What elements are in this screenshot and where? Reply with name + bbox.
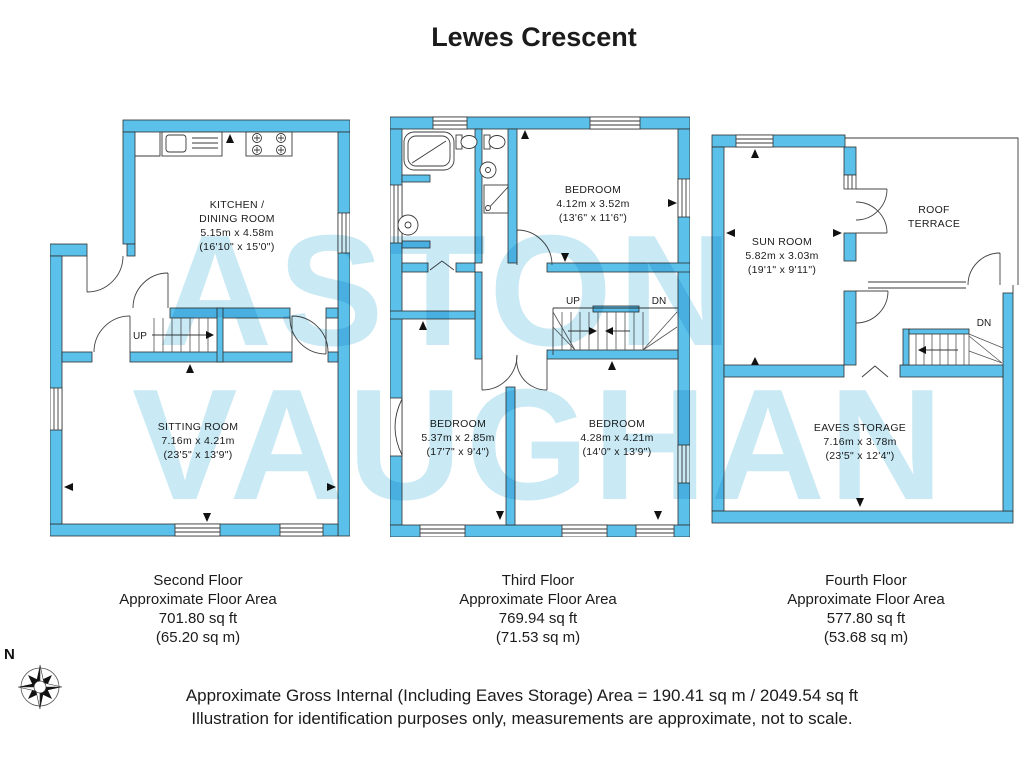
wall-markers	[64, 134, 336, 522]
area-label: Approximate Floor Area	[787, 591, 945, 608]
area-label: Approximate Floor Area	[119, 591, 277, 608]
svg-text:5.15m x 4.58m: 5.15m x 4.58m	[200, 227, 273, 239]
second-floor-plan: UP KITCHEN / DINING ROOM 5.15m x 4.58m (…	[50, 119, 350, 537]
area-label: Approximate Floor Area	[459, 591, 617, 608]
wall-markers	[726, 149, 864, 507]
svg-text:7.16m x 3.78m: 7.16m x 3.78m	[823, 436, 896, 448]
svg-text:7.16m x 4.21m: 7.16m x 4.21m	[161, 435, 234, 447]
stairs-up-label: UP	[566, 296, 580, 307]
svg-text:5.37m x 2.85m: 5.37m x 2.85m	[421, 432, 494, 444]
toilet-icon	[455, 134, 478, 150]
svg-text:DINING ROOM: DINING ROOM	[199, 213, 275, 225]
stove-icon	[245, 131, 293, 157]
svg-text:(23'5" x 13'9"): (23'5" x 13'9")	[163, 449, 232, 461]
compass-rose-icon: N	[4, 646, 63, 710]
area-sqft: 577.80 sq ft	[826, 610, 906, 627]
stairs: DN	[915, 318, 1004, 365]
walls	[50, 119, 350, 537]
toilet-icon	[483, 134, 506, 150]
roof-terrace-label: ROOF TERRACE	[908, 204, 960, 230]
windows	[390, 116, 690, 537]
doors	[429, 229, 553, 391]
svg-text:(17'7" x 9'4"): (17'7" x 9'4")	[427, 446, 490, 458]
bath-fixtures	[397, 131, 509, 236]
fourth-floor-caption: Fourth Floor Approximate Floor Area 577.…	[741, 571, 991, 647]
svg-text:(14'0" x 13'9"): (14'0" x 13'9")	[582, 446, 651, 458]
svg-text:BEDROOM: BEDROOM	[565, 184, 621, 196]
terrace-outline	[845, 137, 1019, 293]
wall-markers	[419, 130, 677, 520]
third-floor-caption: Third Floor Approximate Floor Area 769.9…	[413, 571, 663, 647]
shower-icon	[483, 184, 509, 214]
svg-text:BEDROOM: BEDROOM	[430, 418, 486, 430]
basin-icon	[479, 161, 497, 179]
compass-north-label: N	[4, 646, 15, 663]
svg-text:4.28m x 4.21m: 4.28m x 4.21m	[580, 432, 653, 444]
footer-disclaimer: Approximate Gross Internal (Including Ea…	[20, 684, 1024, 730]
second-floor-caption: Second Floor Approximate Floor Area 701.…	[73, 571, 323, 647]
disclaimer-line: Illustration for identification purposes…	[191, 709, 853, 728]
svg-text:EAVES STORAGE: EAVES STORAGE	[814, 422, 906, 434]
svg-text:ROOF: ROOF	[918, 204, 950, 216]
doors	[855, 188, 1001, 378]
stairs: UP	[133, 318, 214, 352]
svg-text:(19'1" x 9'11"): (19'1" x 9'11")	[748, 264, 816, 276]
stairs-up-label: UP	[133, 331, 147, 342]
svg-text:(13'6" x 11'6"): (13'6" x 11'6")	[559, 212, 627, 224]
windows	[50, 212, 350, 537]
kitchen-label: KITCHEN / DINING ROOM 5.15m x 4.58m (16'…	[199, 199, 275, 253]
sitting-room-label: SITTING ROOM 7.16m x 4.21m (23'5" x 13'9…	[158, 421, 239, 461]
page-title: Lewes Crescent	[431, 22, 637, 52]
floor-name: Fourth Floor	[825, 572, 907, 589]
area-sqm: (71.53 sq m)	[495, 629, 581, 646]
kitchen-fixtures	[135, 131, 293, 157]
area-sqm: (53.68 sq m)	[823, 629, 909, 646]
svg-text:4.12m x 3.52m: 4.12m x 3.52m	[556, 198, 629, 210]
walls	[390, 116, 690, 537]
bedroom2-label: BEDROOM 5.37m x 2.85m (17'7" x 9'4")	[421, 418, 494, 458]
area-sqft: 701.80 sq ft	[158, 610, 238, 627]
area-sqm: (65.20 sq m)	[155, 629, 241, 646]
gross-area-line: Approximate Gross Internal (Including Ea…	[185, 686, 859, 705]
stairs: UP DN	[552, 296, 678, 355]
sink-icon	[161, 131, 223, 157]
doors	[86, 255, 329, 355]
floor-name: Second Floor	[153, 572, 243, 589]
floor-name: Third Floor	[501, 572, 575, 589]
walls	[711, 134, 1014, 524]
bedroom1-label: BEDROOM 4.12m x 3.52m (13'6" x 11'6")	[556, 184, 629, 224]
svg-text:(23'5" x 12'4"): (23'5" x 12'4")	[825, 450, 894, 462]
svg-text:(16'10" x 15'0"): (16'10" x 15'0")	[199, 241, 274, 253]
basin-icon	[397, 214, 419, 236]
stairs-dn-label: DN	[977, 318, 991, 329]
sun-room-label: SUN ROOM 5.82m x 3.03m (19'1" x 9'11")	[745, 236, 818, 276]
windows	[735, 134, 857, 190]
fourth-floor-plan: DN SUN ROOM 5.82m x 3.03m (19'1" x 9'11"…	[711, 134, 1019, 524]
third-floor-plan: UP DN BEDROOM 4.12m x 3.52m (13'6" x 11'…	[390, 116, 690, 537]
svg-text:TERRACE: TERRACE	[908, 218, 960, 230]
svg-text:SUN ROOM: SUN ROOM	[752, 236, 812, 248]
svg-text:KITCHEN /: KITCHEN /	[210, 199, 265, 211]
area-sqft: 769.94 sq ft	[498, 610, 578, 627]
stairs-dn-label: DN	[652, 296, 666, 307]
svg-text:BEDROOM: BEDROOM	[589, 418, 645, 430]
eaves-storage-label: EAVES STORAGE 7.16m x 3.78m (23'5" x 12'…	[814, 422, 906, 462]
svg-text:SITTING ROOM: SITTING ROOM	[158, 421, 239, 433]
bathtub-icon	[403, 131, 455, 171]
bedroom3-label: BEDROOM 4.28m x 4.21m (14'0" x 13'9")	[580, 418, 653, 458]
svg-text:5.82m x 3.03m: 5.82m x 3.03m	[745, 250, 818, 262]
